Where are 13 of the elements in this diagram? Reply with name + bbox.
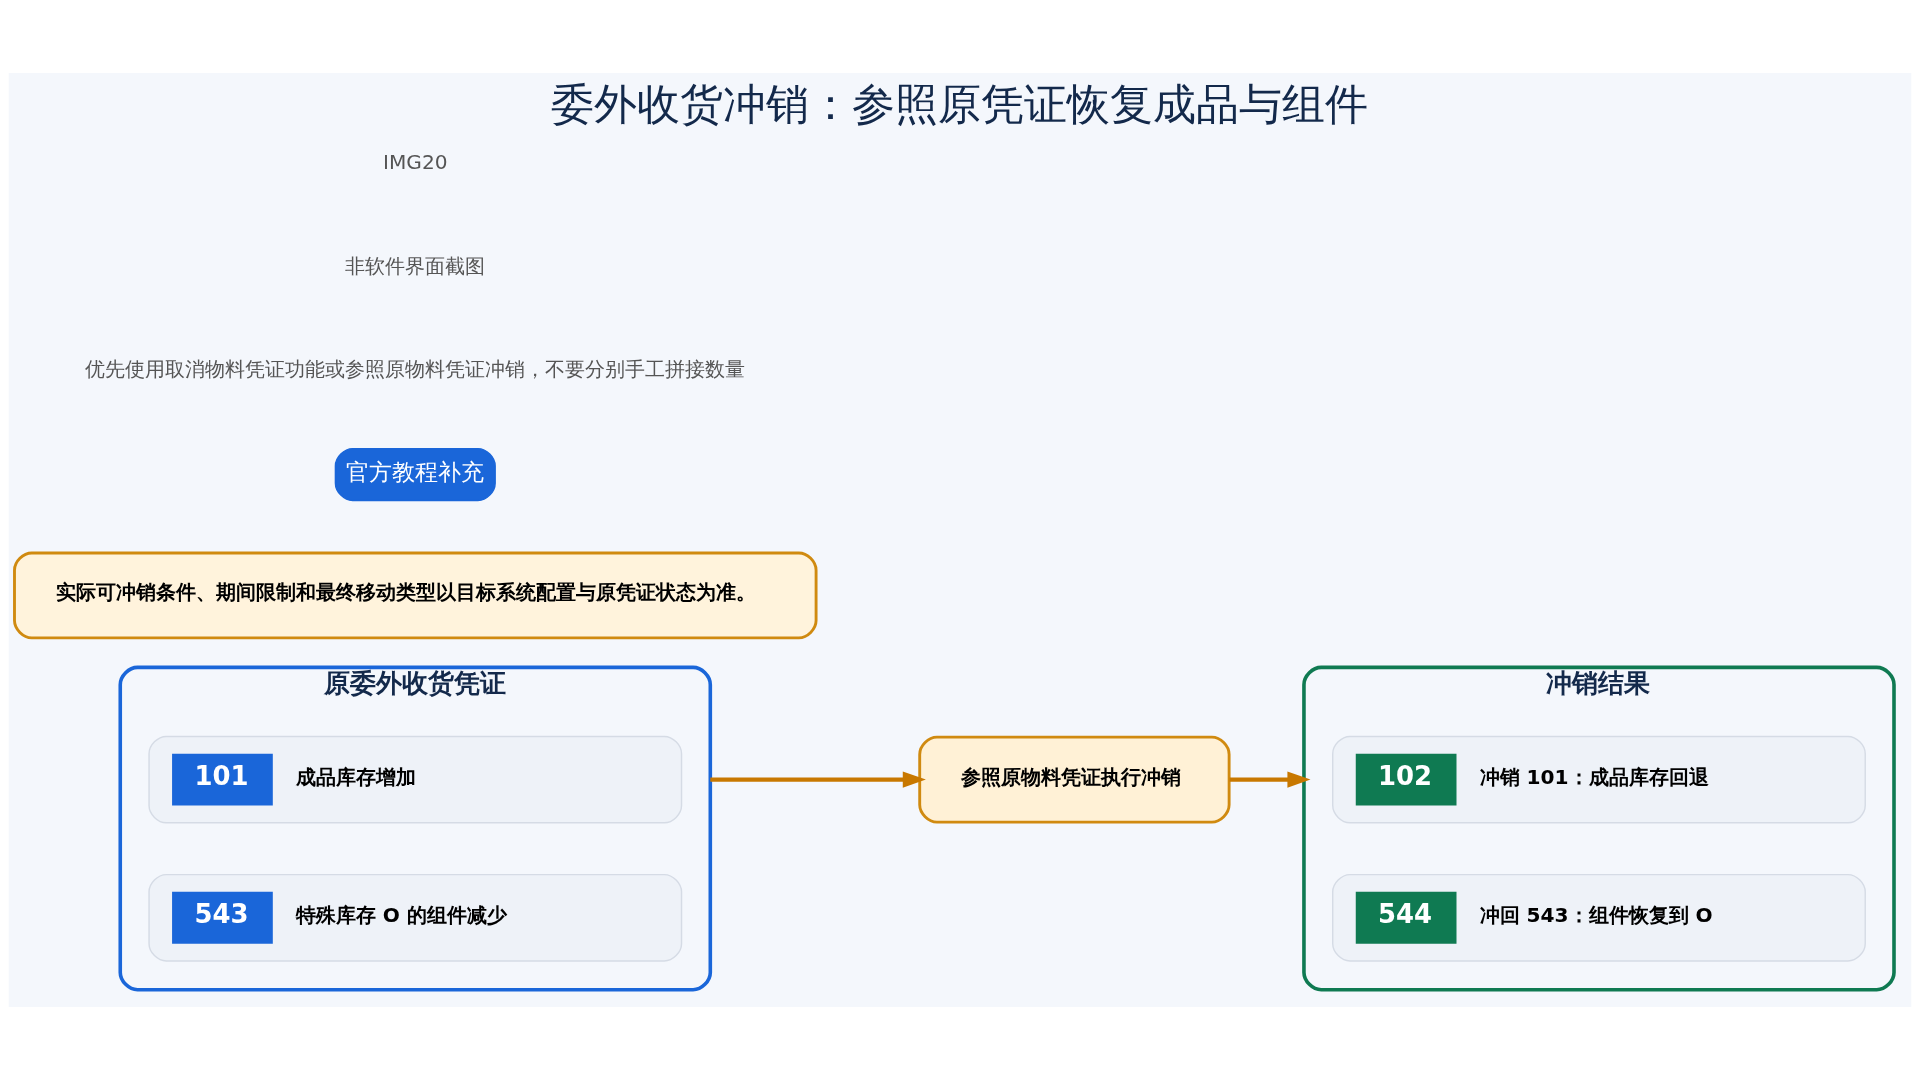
node-box: 101 成品库存增加: [148, 735, 683, 824]
node-box: 102 冲销 101：成品库存回退: [1332, 735, 1866, 824]
diagram-title: 委外收货冲销：参照原凭证恢复成品与组件: [551, 79, 1369, 130]
label: 官方教程补充: [346, 458, 485, 485]
node-box: 参照原物料凭证执行冲销: [918, 735, 1231, 824]
arrow: [710, 771, 926, 788]
label: IMG20: [383, 149, 448, 174]
node-box: 实际可冲销条件、期间限制和最终移动类型以目标系统配置与原凭证状态为准。: [13, 551, 818, 640]
arrow: [1229, 771, 1311, 788]
node-box: 544 冲回 543：组件恢复到 O: [1332, 873, 1866, 962]
label: 优先使用取消物料凭证功能或参照原物料凭证冲销，不要分别手工拼接数量: [85, 357, 746, 382]
label: 非软件界面截图: [345, 253, 486, 278]
node-box: 543 特殊库存 O 的组件减少: [148, 873, 683, 962]
